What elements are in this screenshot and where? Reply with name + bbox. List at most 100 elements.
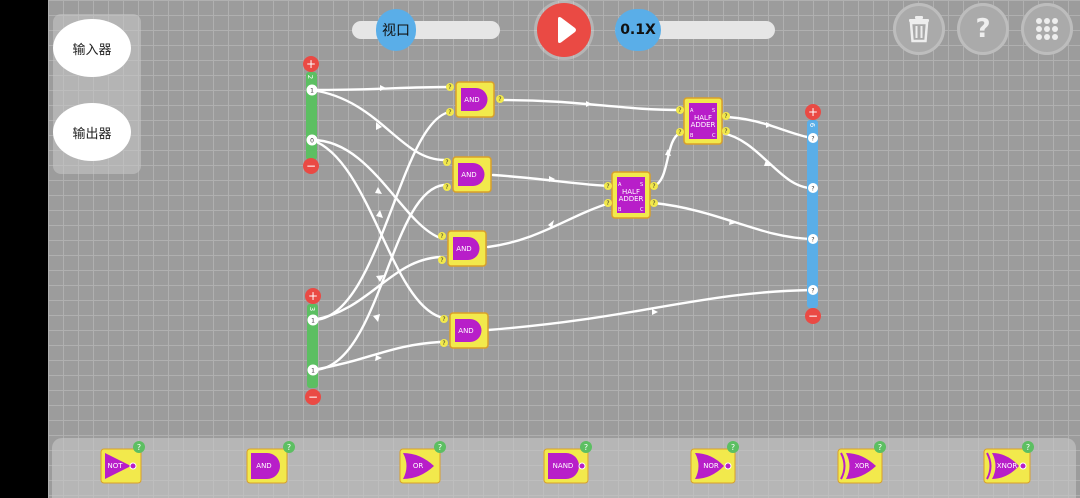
gate-input-pin[interactable] (446, 83, 454, 91)
and-gate-1[interactable]: AND ? ? ? (446, 81, 504, 118)
svg-text:?: ? (498, 96, 501, 103)
half-adder-2[interactable]: HALF ADDER A B S C ? ? ? ? (676, 97, 730, 145)
input-bit[interactable] (306, 134, 318, 146)
input-bit[interactable] (307, 364, 319, 376)
gate-input-pin[interactable] (438, 232, 446, 240)
trash-icon (909, 16, 929, 43)
gate-input-pin[interactable] (604, 182, 612, 190)
gate-output-pin[interactable] (722, 112, 730, 120)
svg-text:?: ? (811, 288, 814, 295)
palette-help-icon: ? (878, 443, 882, 452)
circuit-board[interactable] (48, 0, 1080, 498)
svg-text:+: + (308, 289, 318, 303)
svg-text:0: 0 (310, 138, 314, 145)
add-bit-button[interactable] (305, 288, 321, 304)
svg-text:?: ? (445, 159, 448, 166)
bus-tag: 2 (306, 75, 314, 79)
svg-text:NOT: NOT (107, 462, 123, 470)
svg-text:B: B (618, 207, 622, 213)
add-bit-button[interactable] (805, 104, 821, 120)
palette-xor-gate[interactable]: XOR ? (834, 441, 894, 491)
palette-help-icon: ? (137, 443, 141, 452)
svg-text:?: ? (724, 128, 727, 135)
delete-button[interactable] (893, 3, 945, 55)
grid-menu-icon (1036, 18, 1058, 40)
viewport-slider-knob[interactable]: 视口 (376, 9, 416, 51)
gate-input-pin[interactable] (438, 256, 446, 264)
svg-text:S: S (640, 182, 643, 188)
gate-input-pin[interactable] (446, 108, 454, 116)
svg-text:C: C (712, 133, 716, 139)
gate-output-pin[interactable] (722, 127, 730, 135)
gate-output-pin[interactable] (650, 199, 658, 207)
palette-help-icon: ? (584, 443, 588, 452)
add-output-button[interactable]: 输出器 (53, 103, 131, 161)
gate-output-pin[interactable] (496, 95, 504, 103)
play-button[interactable] (537, 3, 591, 57)
palette-help-icon: ? (287, 443, 291, 452)
output-bit (808, 183, 818, 193)
gate-input-pin[interactable] (440, 339, 448, 347)
svg-text:XNOR: XNOR (997, 462, 1018, 470)
palette-and-gate[interactable]: AND ? (241, 441, 301, 491)
palette-or-gate[interactable]: OR ? (394, 441, 454, 491)
gate-output-pin[interactable] (650, 182, 658, 190)
svg-text:NAND: NAND (553, 462, 574, 470)
svg-text:−: − (808, 309, 818, 323)
svg-text:AND: AND (461, 171, 476, 179)
svg-text:A: A (618, 182, 622, 188)
svg-text:?: ? (448, 109, 451, 116)
input-bus-a[interactable]: + − 2 1 0 (303, 56, 319, 174)
gate-input-pin[interactable] (676, 128, 684, 136)
help-button[interactable]: ? (957, 3, 1009, 55)
input-bus-b[interactable]: + − 3 1 1 (305, 288, 321, 405)
gate-input-pin[interactable] (443, 183, 451, 191)
speed-slider[interactable]: 0.1X (615, 9, 775, 51)
output-bit (808, 285, 818, 295)
gate-input-pin[interactable] (604, 199, 612, 207)
svg-text:B: B (690, 133, 694, 139)
svg-text:AND: AND (256, 462, 271, 470)
svg-text:?: ? (448, 84, 451, 91)
input-bit[interactable] (307, 314, 319, 326)
svg-text:?: ? (606, 183, 609, 190)
remove-bit-button[interactable] (303, 158, 319, 174)
and-gate-3[interactable]: AND ? ? (438, 230, 487, 267)
svg-text:A: A (690, 108, 694, 114)
svg-text:?: ? (440, 233, 443, 240)
output-bit (808, 133, 818, 143)
svg-text:+: + (306, 57, 316, 71)
viewport-slider[interactable]: 视口 (352, 9, 500, 51)
output-bit (808, 234, 818, 244)
svg-text:S: S (712, 108, 715, 114)
svg-text:1: 1 (311, 318, 315, 325)
svg-text:?: ? (678, 129, 681, 136)
svg-text:?: ? (442, 316, 445, 323)
add-bit-button[interactable] (303, 56, 319, 72)
play-icon (558, 17, 576, 43)
palette-xnor-gate[interactable]: XNOR ? (980, 441, 1040, 491)
half-adder-1[interactable]: HALF ADDER A B S C ? ? ? ? (604, 171, 658, 219)
speed-slider-knob[interactable]: 0.1X (615, 9, 661, 51)
and-gate-4[interactable]: AND ? ? (440, 312, 489, 349)
svg-text:−: − (308, 390, 318, 404)
output-bus[interactable]: + − 6 ? ? ? ? (805, 104, 821, 324)
and-gate-2[interactable]: AND ? ? (443, 156, 492, 193)
remove-bit-button[interactable] (805, 308, 821, 324)
svg-text:HALF: HALF (694, 114, 712, 122)
svg-text:?: ? (652, 183, 655, 190)
gate-input-pin[interactable] (440, 315, 448, 323)
menu-button[interactable] (1021, 3, 1073, 55)
gate-input-pin[interactable] (676, 106, 684, 114)
input-bit[interactable] (306, 84, 318, 96)
palette-nor-gate[interactable]: NOR ? (687, 441, 747, 491)
svg-text:?: ? (445, 184, 448, 191)
add-input-button[interactable]: 输入器 (53, 19, 131, 77)
svg-text:ADDER: ADDER (691, 121, 716, 129)
gate-input-pin[interactable] (443, 158, 451, 166)
svg-text:1: 1 (310, 88, 314, 95)
palette-not-gate[interactable]: NOT ? (95, 441, 155, 491)
remove-bit-button[interactable] (305, 389, 321, 405)
palette-nand-gate[interactable]: NAND ? (540, 441, 600, 491)
